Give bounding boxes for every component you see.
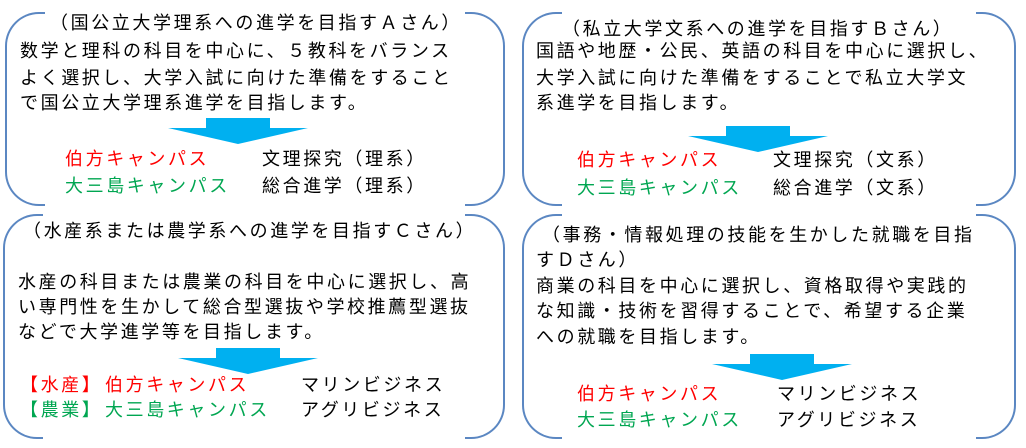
box-b: （私立大学文系への進学を目指すＢさん） 国語や地歴・公民、英語の科目を中心に選択…	[522, 12, 1016, 206]
body-line: 数学と理科の科目を中心に、５教科をバランス	[20, 41, 452, 62]
body-line: 商業の科目を中心に選択し、資格取得や実践的	[536, 276, 969, 297]
right-bracket	[465, 214, 505, 439]
campus-omishima: 大三島キャンパス	[577, 178, 742, 199]
body-line: よく選択し、大学入試に向けた準備をすること	[20, 68, 453, 89]
campus-omishima: 大三島キャンパス	[105, 400, 270, 421]
course-name: マリンビジネス	[777, 384, 922, 405]
body-line: 水産の科目または農業の科目を中心に選択し、高	[18, 272, 472, 293]
campus-hakata: 伯方キャンパス	[577, 384, 722, 405]
course-name: アグリビジネス	[777, 410, 921, 431]
course-name: 文理探究（理系）	[262, 149, 427, 170]
box-c: （水産系または農学系への進学を目指すＣさん） 水産の科目または農業の科目を中心に…	[3, 214, 505, 439]
body-line: な知識・技術を習得することで、希望する企業	[536, 301, 968, 322]
box-title: （私立大学文系への進学を目指すＢさん）	[562, 19, 954, 40]
body-line: い専門性を生かして総合型選抜や学校推薦型選抜	[18, 297, 471, 318]
course-name: 総合進学（文系）	[773, 178, 938, 199]
box-title: （事務・情報処理の技能を生かした就職を目指	[542, 225, 975, 246]
tag-nogyo: 【農業】	[20, 400, 103, 421]
course-name: 文理探究（文系）	[773, 150, 938, 171]
body-line: などで大学進学等を目指します。	[18, 322, 325, 343]
body-line: で国公立大学理系進学を目指します。	[20, 93, 369, 114]
course-name: 総合進学（理系）	[262, 176, 427, 197]
tag-suisan: 【水産】	[20, 375, 103, 396]
body-line: への就職を目指します。	[536, 327, 761, 348]
campus-omishima: 大三島キャンパス	[577, 410, 742, 431]
campus-omishima: 大三島キャンパス	[65, 176, 230, 197]
box-title: （国公立大学理系への進学を目指すＡさん）	[50, 13, 462, 34]
box-a: （国公立大学理系への進学を目指すＡさん） 数学と理科の科目を中心に、５教科をバラ…	[5, 12, 505, 206]
down-arrow-icon	[168, 118, 308, 144]
down-arrow-icon	[712, 354, 852, 380]
down-arrow-icon	[178, 348, 318, 374]
right-bracket	[465, 12, 505, 206]
box-title: （水産系または農学系への進学を目指すＣさん）	[23, 221, 477, 242]
box-d: （事務・情報処理の技能を生かした就職を目指 すＤさん） 商業の科目を中心に選択し…	[522, 214, 1016, 439]
right-bracket	[976, 214, 1016, 439]
box-title: すＤさん）	[536, 250, 639, 271]
body-line: 系進学を目指します。	[536, 93, 741, 114]
course-name: アグリビジネス	[301, 400, 445, 421]
campus-hakata: 伯方キャンパス	[577, 150, 722, 171]
course-name: マリンビジネス	[301, 375, 446, 396]
campus-hakata: 伯方キャンパス	[105, 375, 250, 396]
body-line: 大学入試に向けた準備をすることで私立大学文	[536, 68, 969, 89]
campus-hakata: 伯方キャンパス	[65, 149, 210, 170]
body-line: 国語や地歴・公民、英語の科目を中心に選択し、	[536, 41, 990, 62]
